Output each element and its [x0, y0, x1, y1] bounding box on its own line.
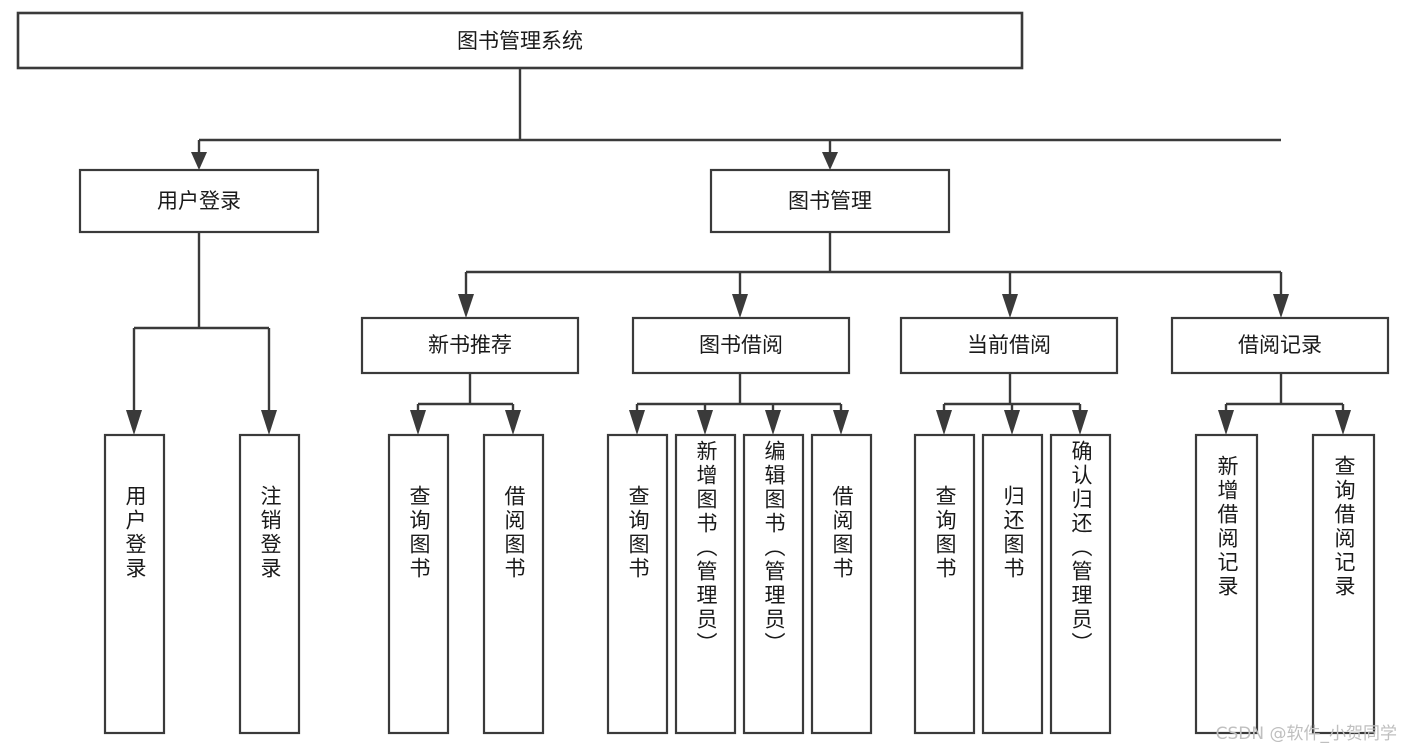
leaf-borrow-record-1[interactable]	[1194, 433, 1259, 735]
node-book-borrow[interactable]: 图书借阅	[631, 316, 851, 375]
connector-root-to-level2	[191, 68, 1281, 170]
node-book-management[interactable]: 图书管理	[709, 168, 951, 234]
node-current-borrow-label: 当前借阅	[967, 333, 1051, 357]
leaf-book-borrow-2[interactable]	[674, 433, 737, 735]
node-user-login[interactable]: 用户登录	[78, 168, 320, 234]
leaf-current-borrow-1[interactable]	[913, 433, 976, 735]
node-root-label: 图书管理系统	[457, 29, 583, 53]
watermark: CSDN @软件_小贺同学	[1215, 724, 1397, 744]
node-new-book-recommend-label: 新书推荐	[428, 333, 512, 357]
connector-currentborrow-to-leaves	[936, 373, 1088, 435]
leaf-user-login-1[interactable]	[103, 433, 166, 735]
leaf-book-borrow-4[interactable]	[810, 433, 873, 735]
node-borrow-record[interactable]: 借阅记录	[1170, 316, 1390, 375]
leaf-current-borrow-3[interactable]	[1049, 433, 1112, 735]
connector-level2-to-level3	[126, 232, 1289, 435]
connector-newbook-to-leaves	[410, 373, 521, 435]
node-user-login-label: 用户登录	[157, 189, 241, 213]
node-root[interactable]: 图书管理系统	[16, 11, 1024, 70]
node-book-borrow-label: 图书借阅	[699, 333, 783, 357]
connector-bookborrow-to-leaves	[629, 373, 849, 435]
node-book-management-label: 图书管理	[788, 189, 872, 213]
leaf-new-book-2[interactable]	[482, 433, 545, 735]
leaf-book-borrow-3[interactable]	[742, 433, 805, 735]
leaf-book-borrow-1[interactable]	[606, 433, 669, 735]
node-current-borrow[interactable]: 当前借阅	[899, 316, 1119, 375]
node-new-book-recommend[interactable]: 新书推荐	[360, 316, 580, 375]
leaf-current-borrow-2[interactable]	[981, 433, 1044, 735]
node-borrow-record-label: 借阅记录	[1238, 333, 1322, 357]
leaf-user-login-2[interactable]	[238, 433, 301, 735]
leaf-new-book-1[interactable]	[387, 433, 450, 735]
connector-borrowrecord-to-leaves	[1218, 373, 1351, 435]
leaf-borrow-record-2[interactable]	[1311, 433, 1376, 735]
